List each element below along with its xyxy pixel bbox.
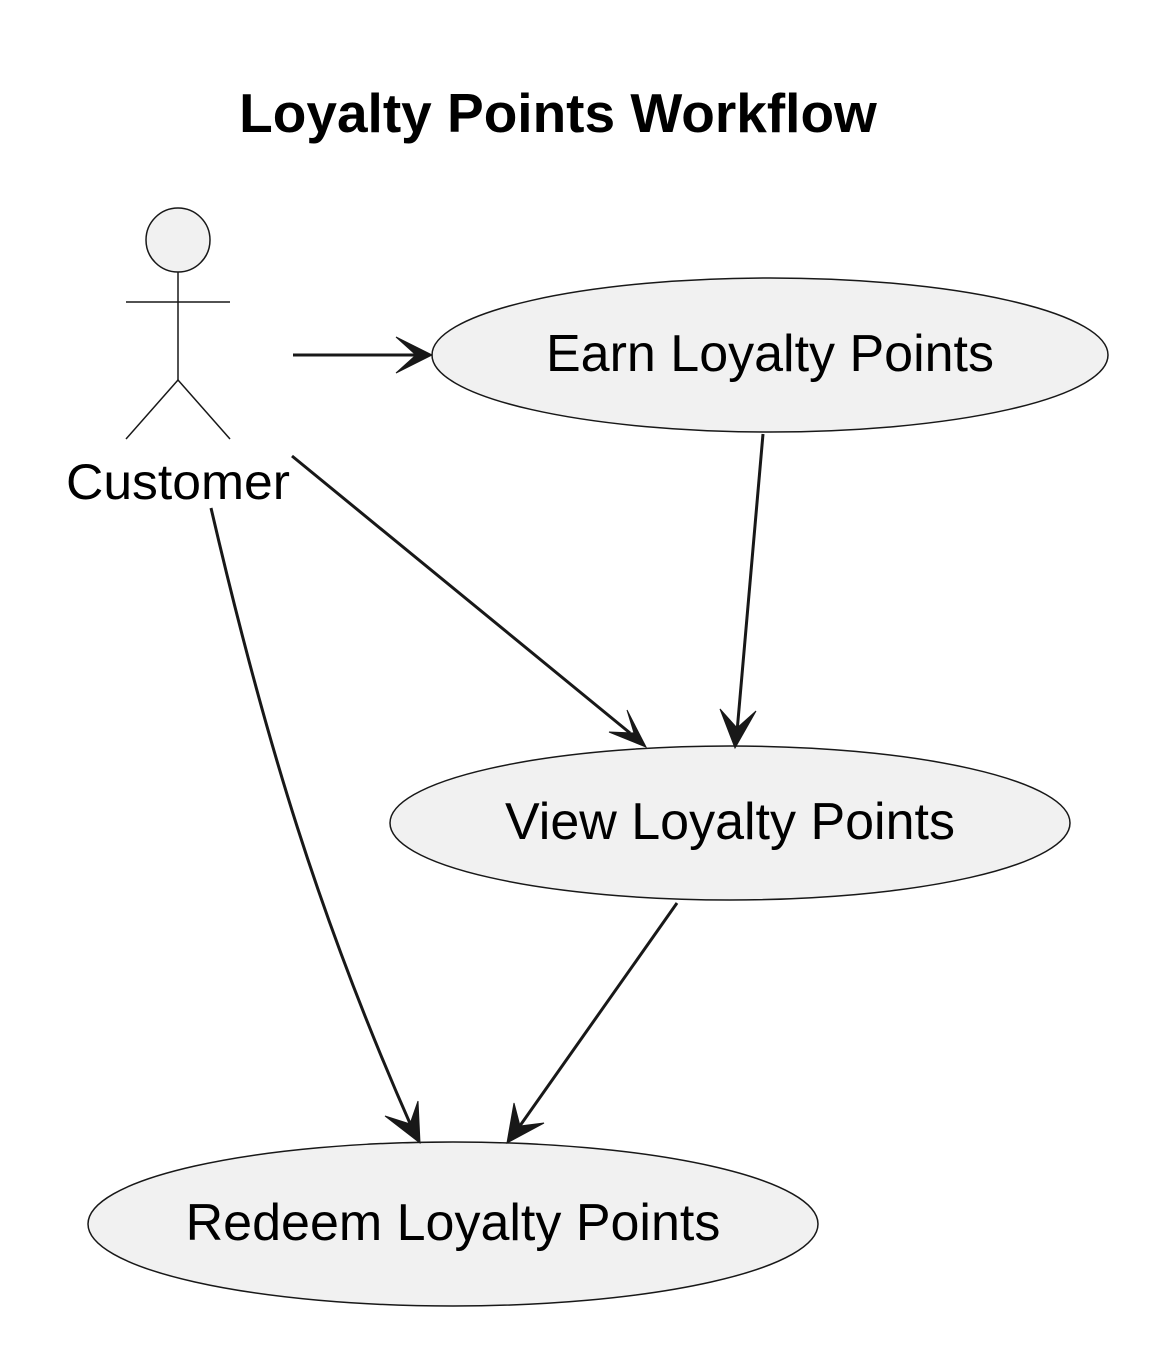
actor-left-leg [125,379,179,440]
usecase-redeem[interactable]: Redeem Loyalty Points [87,1141,819,1307]
usecase-earn-label: Earn Loyalty Points [546,325,994,383]
actor-label: Customer [66,454,290,510]
diagram-title: Loyalty Points Workflow [239,82,877,144]
actor-head-icon [145,207,211,273]
arrow-head-icon [395,336,434,374]
arrow-head-icon [506,1102,545,1144]
edge-line [291,454,631,735]
usecase-earn[interactable]: Earn Loyalty Points [431,277,1109,433]
edge-view-redeem [506,902,679,1144]
edge-line [735,433,765,733]
usecase-view-ellipse [389,745,1071,901]
actor-customer[interactable]: Customer [66,207,290,510]
edge-line [515,902,679,1131]
usecase-view[interactable]: View Loyalty Points [389,745,1071,901]
actor-right-leg [177,379,231,440]
usecase-view-label: View Loyalty Points [505,793,955,851]
usecase-redeem-label: Redeem Loyalty Points [186,1194,721,1252]
arrow-head-icon [719,708,757,750]
edge-customer-redeem [209,507,421,1145]
usecase-redeem-ellipse [87,1141,819,1307]
arrow-head-icon [384,1100,421,1145]
edge-line [209,507,414,1129]
edge-earn-view [719,433,765,750]
edge-customer-earn [293,336,434,374]
edge-customer-view [291,454,648,748]
arrow-head-icon [608,709,648,748]
